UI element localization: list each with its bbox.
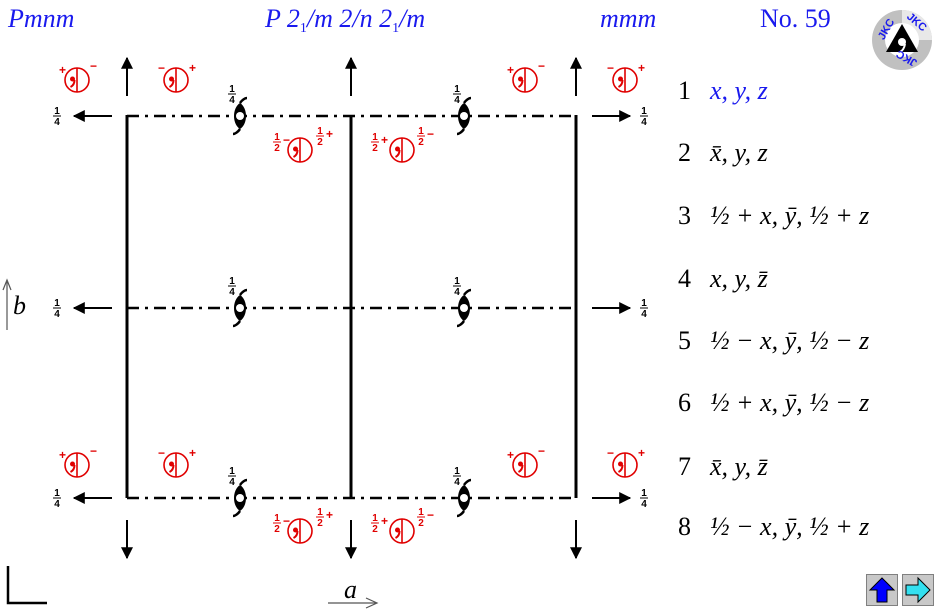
full-symbol: P 21/m 2/n 21/m <box>265 4 426 36</box>
svg-text:+: + <box>381 133 388 147</box>
svg-text:−: − <box>90 444 97 458</box>
svg-text:+: + <box>638 446 645 460</box>
half-height-positions: 12− 12+ 12+ 12− 12− 12+ 12+ 12− <box>273 126 434 544</box>
svg-text:a: a <box>344 575 357 604</box>
svg-text:1: 1 <box>54 106 60 117</box>
jkc-logo-icon[interactable]: JKC JKC JKC <box>870 8 934 72</box>
svg-text:1: 1 <box>229 466 235 477</box>
svg-text:−: − <box>607 61 614 75</box>
svg-text:4: 4 <box>641 309 647 320</box>
svg-text:1: 1 <box>372 513 378 524</box>
svg-text:1: 1 <box>317 507 323 518</box>
svg-text:−: − <box>158 61 165 75</box>
svg-text:4: 4 <box>641 117 647 128</box>
space-group-number: No. 59 <box>760 4 831 33</box>
svg-text:4: 4 <box>454 95 460 106</box>
svg-text:+: + <box>59 63 66 77</box>
svg-text:2: 2 <box>372 143 378 154</box>
up-button[interactable] <box>866 574 898 606</box>
svg-text:−: − <box>538 59 545 73</box>
svg-text:−: − <box>283 514 290 528</box>
svg-text:b: b <box>13 291 26 320</box>
svg-text:1: 1 <box>54 488 60 499</box>
svg-text:1: 1 <box>454 276 460 287</box>
svg-text:4: 4 <box>454 287 460 298</box>
svg-text:+: + <box>638 61 645 75</box>
svg-text:1: 1 <box>274 132 280 143</box>
up-arrow-icon <box>868 577 896 603</box>
svg-text:+: + <box>507 63 514 77</box>
quarter-labels: 14 14 14 14 14 14 14 14 14 14 14 14 <box>53 84 648 510</box>
svg-text:−: − <box>158 446 165 460</box>
svg-text:−: − <box>427 508 434 522</box>
mirror-lines <box>125 115 578 498</box>
svg-text:−: − <box>427 127 434 141</box>
svg-text:1: 1 <box>641 106 647 117</box>
svg-text:1: 1 <box>372 132 378 143</box>
next-button[interactable] <box>902 574 934 606</box>
svg-text:4: 4 <box>454 477 460 488</box>
svg-text:−: − <box>538 444 545 458</box>
svg-text:1: 1 <box>641 298 647 309</box>
svg-text:1: 1 <box>229 84 235 95</box>
right-arrow-icon <box>905 576 931 604</box>
svg-text:+: + <box>326 508 333 522</box>
svg-text:+: + <box>189 61 196 75</box>
svg-text:2: 2 <box>372 524 378 535</box>
svg-text:1: 1 <box>54 298 60 309</box>
svg-text:−: − <box>283 133 290 147</box>
svg-text:+: + <box>381 514 388 528</box>
svg-text:+: + <box>326 127 333 141</box>
svg-text:4: 4 <box>54 117 60 128</box>
short-symbol: Pmnm <box>8 4 75 33</box>
symmetry-diagram: 14 14 14 14 14 14 14 14 14 14 14 14 +− −… <box>2 56 648 609</box>
svg-text:2: 2 <box>274 524 280 535</box>
svg-text:2: 2 <box>317 137 323 148</box>
general-positions: + − − + + − − + + − − + + − − + <box>59 59 645 478</box>
svg-text:+: + <box>507 448 514 462</box>
svg-text:2: 2 <box>317 518 323 529</box>
svg-text:2: 2 <box>418 137 424 148</box>
svg-text:4: 4 <box>641 499 647 510</box>
horizontal-arrows <box>72 110 632 504</box>
svg-text:1: 1 <box>454 466 460 477</box>
svg-text:+: + <box>59 448 66 462</box>
origin-marker <box>6 566 47 605</box>
svg-text:1: 1 <box>317 126 323 137</box>
svg-text:4: 4 <box>229 95 235 106</box>
svg-text:1: 1 <box>229 276 235 287</box>
svg-text:1: 1 <box>274 513 280 524</box>
svg-text:−: − <box>607 446 614 460</box>
a-axis: a <box>328 575 379 609</box>
svg-text:4: 4 <box>229 477 235 488</box>
point-group: mmm <box>600 4 657 33</box>
b-axis: b <box>2 278 26 330</box>
svg-text:4: 4 <box>229 287 235 298</box>
svg-text:1: 1 <box>454 84 460 95</box>
svg-text:−: − <box>90 59 97 73</box>
glide-lines <box>127 114 576 500</box>
svg-text:1: 1 <box>641 488 647 499</box>
svg-text:+: + <box>189 446 196 460</box>
svg-text:2: 2 <box>418 518 424 529</box>
svg-text:1: 1 <box>418 507 424 518</box>
svg-text:4: 4 <box>54 309 60 320</box>
svg-text:4: 4 <box>54 499 60 510</box>
svg-text:2: 2 <box>274 143 280 154</box>
svg-text:1: 1 <box>418 126 424 137</box>
vertical-arrows <box>121 56 582 560</box>
